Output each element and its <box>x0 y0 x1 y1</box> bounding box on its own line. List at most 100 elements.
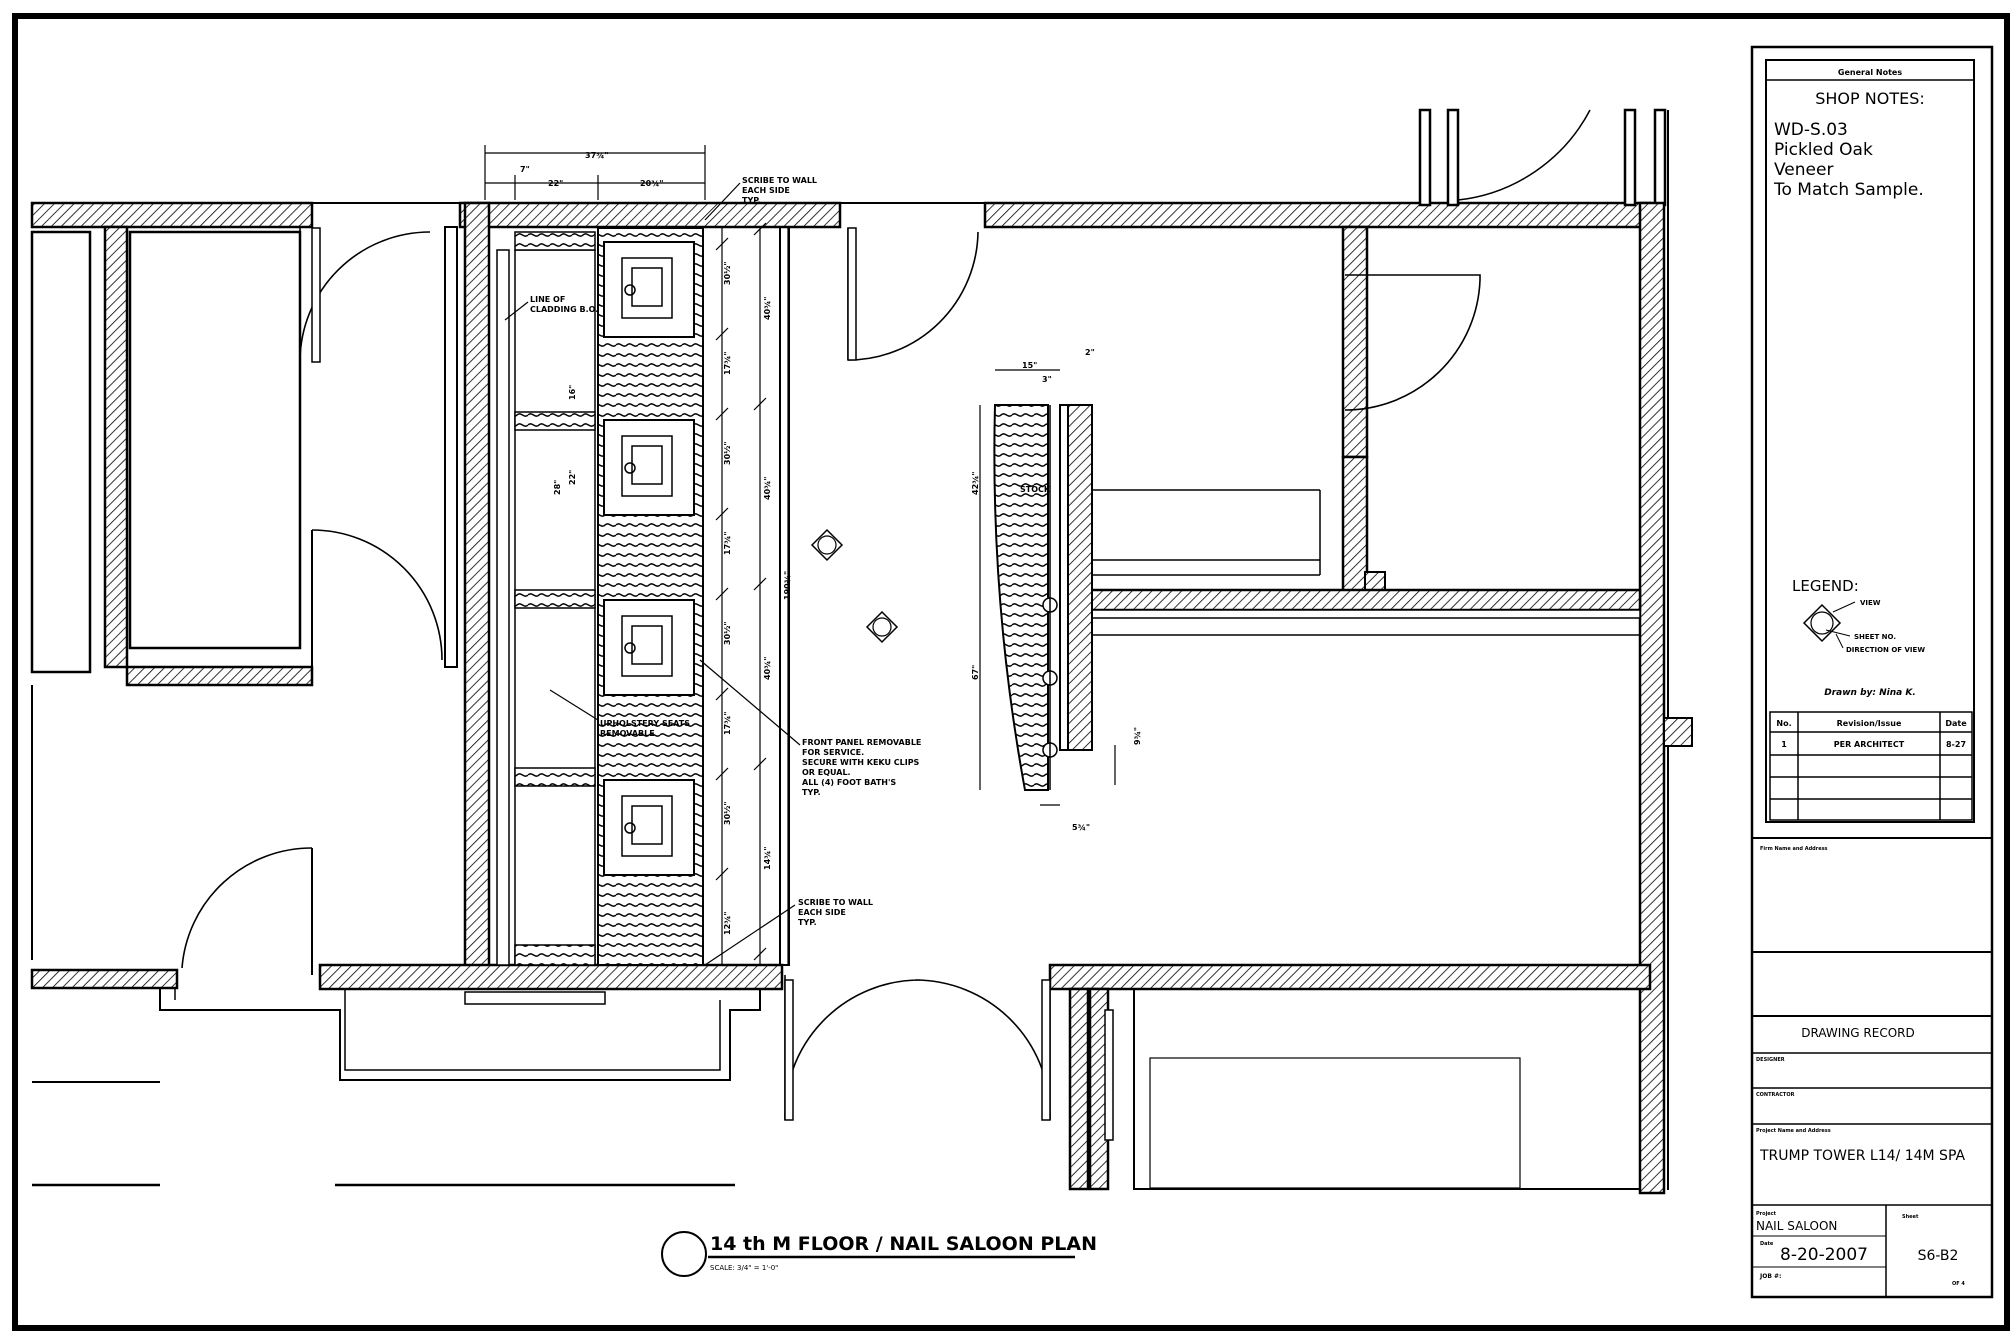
dim-17a: 17¾" <box>723 351 732 375</box>
dim-right-3: 3" <box>1042 375 1052 384</box>
dim-ticks <box>715 222 767 961</box>
door-swing-1 <box>299 228 431 361</box>
note-front-panel-2: FOR SERVICE. <box>802 748 864 757</box>
dim-17c: 17¾" <box>723 711 732 735</box>
dim-190: 190¾" <box>783 571 792 600</box>
dim-40b: 40¾" <box>763 476 772 500</box>
contractor-label: CONTRACTOR <box>1756 1092 1795 1098</box>
dim-22b: 22" <box>568 470 577 485</box>
dim-30d: 30½" <box>722 801 732 825</box>
note-scribe-bottom-1: SCRIBE TO WALL <box>798 898 873 907</box>
note-stock: STOCK <box>1020 485 1051 494</box>
note-scribe-bottom-2: EACH SIDE <box>798 908 846 917</box>
note-scribe-bottom-3: TYP. <box>798 918 817 927</box>
dim-20: 20¾" <box>640 179 664 188</box>
firm-name-label: Firm Name and Address <box>1760 846 1828 852</box>
project-label: Project <box>1756 1211 1777 1217</box>
legend-symbol <box>1802 601 1856 649</box>
dim-7: 7" <box>520 165 530 174</box>
project-value: NAIL SALOON <box>1756 1219 1837 1233</box>
project-name: TRUMP TOWER L14/ 14M SPA <box>1759 1148 1965 1164</box>
plan-title: 14 th M FLOOR / NAIL SALOON PLAN <box>710 1233 1097 1255</box>
of-label: OF 4 <box>1952 1281 1965 1287</box>
dim-22: 22" <box>548 179 563 188</box>
shop-note-line-4: To Match Sample. <box>1773 180 1924 200</box>
plan-scale: SCALE: 3/4" = 1'-0" <box>710 1264 778 1272</box>
note-front-panel-5: ALL (4) FOOT BATH'S <box>802 778 896 787</box>
foot-bath-3 <box>603 599 695 696</box>
dim-28: 28" <box>553 480 562 495</box>
sheet-border <box>12 13 2010 1331</box>
legend-sheet-no: SHEET NO. <box>1854 633 1896 641</box>
title-bubble <box>661 1231 707 1277</box>
wall-right <box>1638 201 1666 1195</box>
note-upholstery-1: UPHOLSTERY SEATS <box>600 719 690 728</box>
dimension-lines <box>484 145 1116 965</box>
foot-bath-1 <box>603 241 695 338</box>
date-value: 8-20-2007 <box>1780 1245 1868 1265</box>
date-label: Date <box>1760 1241 1774 1247</box>
note-front-panel-3: SECURE WITH KEKU CLIPS <box>802 758 920 767</box>
designer-label: DESIGNER <box>1756 1057 1785 1063</box>
rev-header-issue: Revision/Issue <box>1837 719 1902 728</box>
double-door <box>784 975 1051 1121</box>
legend-direction: DIRECTION OF VIEW <box>1846 646 1925 654</box>
sheet-label: Sheet <box>1902 1214 1919 1220</box>
shop-note-line-1: WD-S.03 <box>1774 120 1848 140</box>
note-scribe-top-1: SCRIBE TO WALL <box>742 176 817 185</box>
note-scribe-top-3: TYP. <box>742 196 761 205</box>
general-notes-header: General Notes <box>1838 68 1902 77</box>
rev-row-1-date: 8-27 <box>1946 740 1966 749</box>
dim-right-42: 42¾" <box>971 471 980 495</box>
curved-panel <box>993 404 1049 791</box>
dim-right-15: 15" <box>1022 361 1037 370</box>
rev-header-no: No. <box>1776 719 1791 728</box>
title-block: General Notes SHOP NOTES: WD-S.03 Pickle… <box>1750 45 1994 1299</box>
dim-16: 16" <box>568 385 577 400</box>
wall-top-left <box>30 201 314 229</box>
note-line-of-cladding-2: CLADDING B.O. <box>530 305 598 314</box>
dim-right-9: 9¾" <box>1133 727 1142 745</box>
floor-plan: 37¾" 7" 22" 20¾" 30½" 40¾" 17¾" 30½" 40¾… <box>30 108 1693 1277</box>
note-front-panel-1: FRONT PANEL REMOVABLE <box>802 738 921 747</box>
wall-top-mid <box>458 201 842 229</box>
legend-title: LEGEND: <box>1792 577 1859 595</box>
foot-bath-4 <box>603 779 695 876</box>
legend-view: VIEW <box>1860 599 1881 607</box>
foot-bath-2 <box>603 419 695 516</box>
wall-central <box>463 201 491 980</box>
dim-14: 14¾" <box>763 846 772 870</box>
rev-header-date: Date <box>1945 719 1967 728</box>
dim-30a: 30½" <box>722 261 732 285</box>
dim-30b: 30½" <box>722 441 732 465</box>
project-name-label: Project Name and Address <box>1756 1128 1831 1134</box>
sheet-no: S6-B2 <box>1918 1248 1959 1264</box>
dim-17b: 17¾" <box>723 531 732 555</box>
drawn-by: Drawn by: Nina K. <box>1824 688 1916 698</box>
job-label: JOB #: <box>1759 1273 1781 1280</box>
dim-40a: 40¾" <box>763 296 772 320</box>
note-scribe-top-2: EACH SIDE <box>742 186 790 195</box>
drawing-record: DRAWING RECORD <box>1801 1026 1914 1040</box>
dim-30c: 30½" <box>722 621 732 645</box>
note-front-panel-4: OR EQUAL. <box>802 768 851 777</box>
rev-row-1-issue: PER ARCHITECT <box>1834 740 1905 749</box>
shop-note-line-3: Veneer <box>1774 160 1833 180</box>
shop-note-line-2: Pickled Oak <box>1774 140 1873 160</box>
shop-notes-title: SHOP NOTES: <box>1815 89 1925 108</box>
note-line-of-cladding-1: LINE OF <box>530 295 565 304</box>
note-front-panel-6: TYP. <box>802 788 821 797</box>
dim-overall-top: 37¾" <box>585 151 609 160</box>
wall-top-right <box>983 201 1652 229</box>
revision-table <box>1769 711 1973 821</box>
section-marker-2 <box>865 610 899 644</box>
dim-12: 12¾" <box>723 911 732 935</box>
dim-right-5: 5¾" <box>1072 823 1090 832</box>
dim-right-2: 2" <box>1085 348 1095 357</box>
note-upholstery-2: REMOVABLE <box>600 729 655 738</box>
dim-right-67: 67" <box>971 665 980 680</box>
rev-row-1-no: 1 <box>1781 740 1787 749</box>
section-marker-1 <box>810 528 844 562</box>
dim-40c: 40¾" <box>763 656 772 680</box>
